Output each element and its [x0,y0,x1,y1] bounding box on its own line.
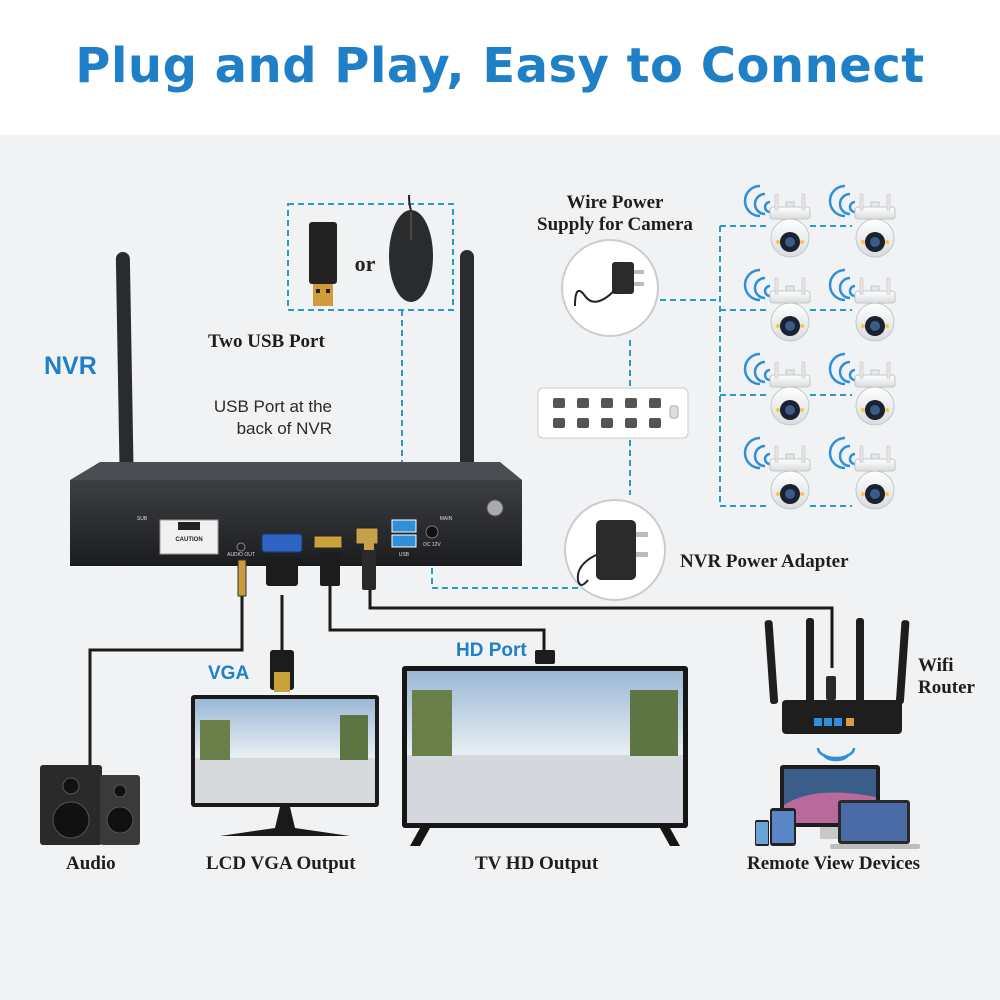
nvr-label: NVR [44,352,97,380]
wifi-router [764,618,910,762]
lan-cable-plug [362,540,376,590]
audio-out-label: AUDIO OUT [227,552,255,558]
audio-label: Audio [66,853,116,874]
dc-power-port [425,525,439,539]
hd-port-label: HD Port [456,640,527,661]
hdmi-port [313,535,343,549]
usb-ports [391,519,417,548]
remote-view-devices-label: Remote View Devices [747,853,921,874]
usb-accessory-box [287,203,454,311]
diagram-panel [0,135,1000,1000]
usb-port-label: USB [399,552,410,558]
audio-speakers [40,765,140,845]
remote-devices [755,765,920,849]
tv-hd-output-label: TV HD Output [475,853,599,874]
cables [88,583,834,770]
or-label: or [355,251,376,276]
wire-power-line1: Wire Power [566,192,664,213]
wifi-camera-grid [743,184,896,510]
nvr-power-adapter-label: NVR Power Adapter [680,551,849,572]
usb-note-line2: back of NVR [236,419,332,438]
usb-note: USB Port at the back of NVR [190,396,332,440]
lcd-monitor [191,695,379,836]
vga-cable-plug [266,556,298,692]
tv-screen [402,666,688,846]
usb-note-line1: USB Port at the [213,397,332,416]
nvr-power-adapter [564,499,666,601]
usb-dongle-icon [309,222,337,306]
power-strip [537,387,689,439]
wire-power-label: Wire Power Supply for Camera [530,192,700,236]
wire-power-line2: Supply for Camera [537,214,693,235]
dc12v-label: DC 12V [423,542,441,548]
camera-power-adapter [561,239,659,337]
vga-label: VGA [208,663,250,684]
lcd-vga-output-label: LCD VGA Output [206,853,356,874]
wifi-router-label: Wifi Router [918,655,975,699]
dashed-connectors [401,225,852,589]
sub-antenna-label: SUB [137,516,148,522]
two-usb-port-label: Two USB Port [208,331,325,352]
caution-label: CAUTION [175,537,202,543]
wifi-router-line1: Wifi [918,655,954,676]
audio-plug [237,559,247,597]
main-antenna-label: MAIN [440,516,453,522]
page-title: Plug and Play, Easy to Connect [75,38,925,94]
mouse-icon [389,194,433,302]
hdmi-cable-plug [320,552,555,664]
wifi-router-line2: Router [918,677,975,698]
vga-port [236,533,303,553]
